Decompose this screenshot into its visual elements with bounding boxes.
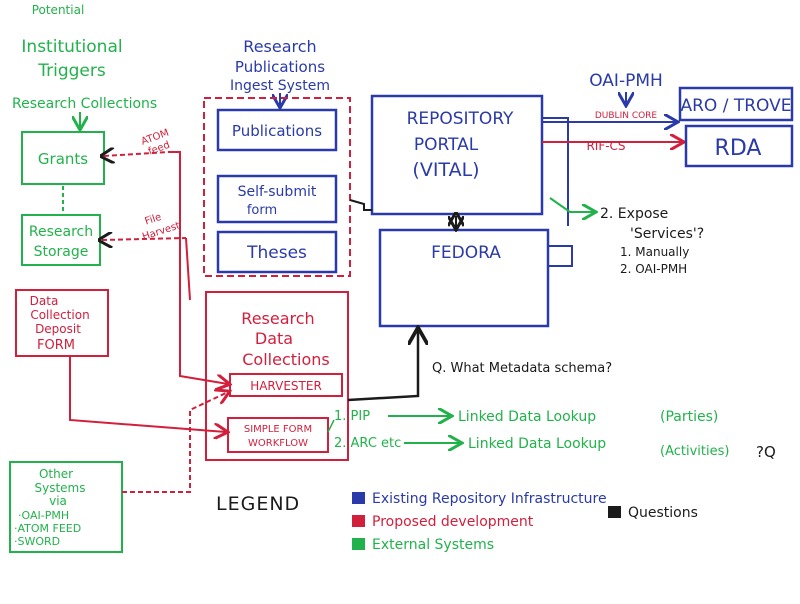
ingest-system-group: Research Publications Ingest System Publ… — [203, 37, 351, 277]
triggers-group: Potential Institutional Triggers Researc… — [12, 3, 157, 128]
lookup-activities-label: Linked Data Lookup — [468, 436, 606, 452]
grants-box: Grants — [21, 131, 105, 185]
ingest-title-3: Ingest System — [230, 78, 330, 94]
other-systems-line-2: Systems — [35, 481, 86, 495]
legend-existing-label: Existing Repository Infrastructure — [372, 491, 607, 507]
rda-box — [684, 124, 794, 168]
legend-swatch-proposed — [352, 515, 365, 527]
triggers-label: Triggers — [37, 61, 106, 81]
oai-pmh-question-label: 2. OAI-PMH — [620, 262, 687, 276]
dc-form-line-1: Data — [30, 294, 59, 308]
lookup-parties-label: Linked Data Lookup — [458, 409, 596, 425]
trailing-question: ?Q — [756, 443, 776, 461]
questions-group: 2. Expose 'Services'? 1. Manually 2. OAI… — [432, 197, 776, 461]
self-submit-label-2: form — [247, 203, 277, 218]
expose-services-label: 2. Expose — [600, 206, 668, 222]
research-collections-label: Research Collections — [12, 96, 157, 112]
theses-label: Theses — [246, 243, 307, 263]
ingest-title-1: Research — [243, 37, 316, 56]
fedora-box — [378, 228, 550, 328]
research-storage-label-2: Storage — [34, 244, 89, 260]
research-data-group: Research Data Collections HARVESTER SIMP… — [205, 291, 349, 461]
rdc-title-1: Research — [241, 309, 314, 328]
aro-trove-box — [678, 86, 794, 122]
legend-questions-label: Questions — [628, 505, 698, 521]
other-systems-line-5: ·ATOM FEED — [14, 522, 81, 535]
file-harvest-label-1: File — [144, 212, 163, 228]
repository-group: REPOSITORY PORTAL (VITAL) FEDORA — [370, 94, 573, 328]
connectors-group: ATOM feed File Harvest — [69, 128, 418, 493]
pip-label: 1. PIP — [334, 409, 370, 424]
legend: LEGEND Existing Repository Infrastructur… — [216, 491, 698, 553]
publications-box — [216, 108, 338, 152]
other-systems-line-1: Other — [39, 467, 73, 481]
research-storage-label-1: Research — [29, 224, 93, 240]
ingest-system-frame — [203, 97, 351, 277]
other-systems-line-4: ·OAI-PMH — [18, 509, 69, 522]
other-systems-line-6: ·SWORD — [14, 535, 60, 548]
institutional-label: Institutional — [21, 37, 122, 57]
arc-label: 2. ARC etc — [334, 436, 401, 451]
self-submit-label-1: Self-submit — [238, 184, 317, 200]
legend-swatch-questions — [608, 506, 621, 518]
rdc-title-2: Data — [255, 329, 293, 348]
portal-label-1: REPOSITORY — [407, 109, 514, 129]
research-data-frame — [205, 291, 349, 461]
simple-form-label-2: WORKFLOW — [248, 438, 308, 449]
legend-title: LEGEND — [216, 493, 300, 515]
dc-form-line-3: Deposit — [35, 322, 81, 336]
theses-box — [216, 230, 338, 274]
other-systems-line-3: via — [49, 494, 67, 508]
services-label: 'Services'? — [630, 226, 704, 242]
portal-label-3: (VITAL) — [412, 159, 479, 181]
dc-form-line-2: Collection — [30, 308, 89, 322]
data-collection-form-box: Data Collection Deposit FORM — [15, 289, 109, 357]
metadata-schema-question: Q. What Metadata schema? — [432, 361, 612, 376]
publications-label: Publications — [232, 122, 322, 140]
legend-swatch-existing — [352, 492, 365, 504]
parties-label: (Parties) — [660, 409, 718, 425]
triggers-top-label: Potential — [32, 3, 85, 17]
self-submit-box — [216, 174, 338, 224]
legend-proposed-label: Proposed development — [372, 514, 534, 530]
oai-pmh-label: OAI-PMH — [589, 71, 663, 91]
legend-swatch-external — [352, 538, 365, 550]
aro-trove-label: ARO / TROVE — [680, 96, 791, 116]
research-storage-box: Research Storage — [21, 214, 101, 266]
portal-label-2: PORTAL — [414, 135, 479, 155]
linked-data-group: 1. PIP Linked Data Lookup (Parties) 2. A… — [334, 409, 729, 459]
harvester-label: HARVESTER — [250, 379, 322, 393]
fedora-label: FEDORA — [431, 243, 501, 263]
legend-external-label: External Systems — [372, 537, 494, 553]
dublin-core-label: DUBLIN CORE — [595, 111, 658, 121]
activities-label: (Activities) — [660, 444, 729, 459]
rda-label: RDA — [715, 136, 762, 161]
ingest-title-2: Publications — [235, 58, 325, 76]
outputs-group: OAI-PMH DUBLIN CORE RIF-CS ARO / TROVE R… — [542, 71, 794, 168]
simple-form-label-1: SIMPLE FORM — [244, 424, 312, 435]
grants-label: Grants — [38, 150, 88, 168]
rdc-title-3: Collections — [242, 350, 329, 369]
other-systems-box: Other Systems via ·OAI-PMH ·ATOM FEED ·S… — [9, 461, 123, 553]
dc-form-line-4: FORM — [37, 338, 75, 353]
manually-label: 1. Manually — [620, 245, 689, 259]
